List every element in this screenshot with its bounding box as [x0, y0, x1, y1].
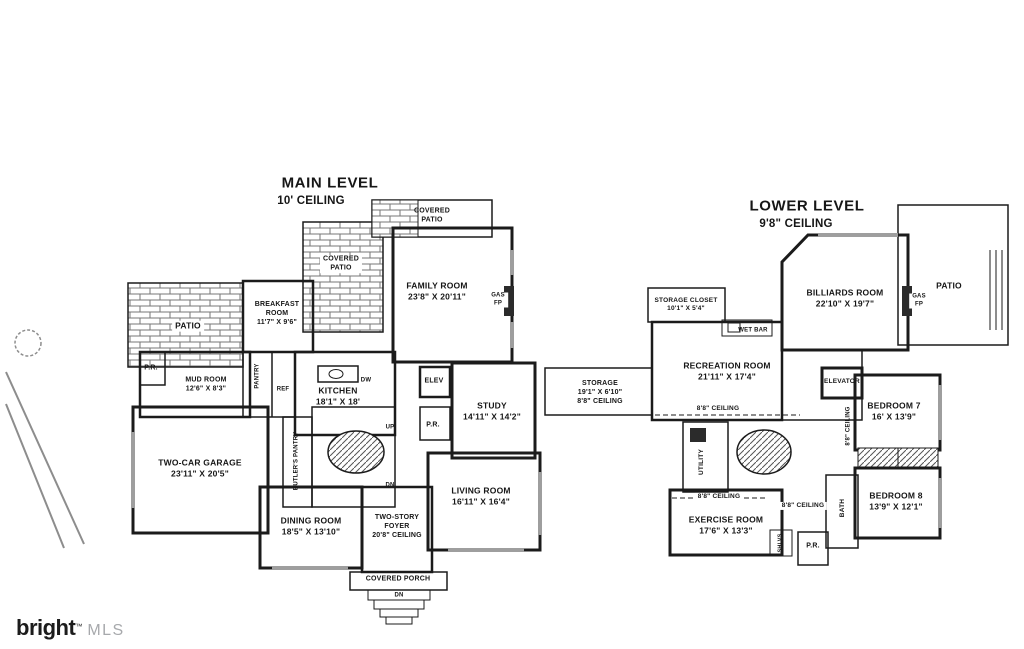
label-ceiling-note-1: 8'8" CEILING [693, 404, 743, 414]
label-gas-fp-main: GAS FP [488, 292, 508, 308]
logo-brand-text: bright [16, 615, 76, 640]
label-ceiling-note-2: 8'8" CEILING [694, 492, 744, 502]
label-dw: DW [360, 377, 372, 384]
label-porch-dn: DN [394, 592, 404, 599]
label-bedroom-8: BEDROOM 8 13'9" X 12'1" [869, 490, 923, 511]
lower-level-ceiling: 9'8" CEILING [759, 217, 833, 230]
main-level-title: MAIN LEVEL [281, 174, 379, 192]
main-level-windows [131, 250, 542, 570]
label-shlvs: SHLVS [777, 533, 784, 553]
main-level-ceiling: 10' CEILING [277, 194, 345, 207]
label-exercise-room: EXERCISE ROOM 17'6" X 13'3" [688, 514, 764, 535]
label-billiards-room: BILLIARDS ROOM 22'10" X 19'7" [806, 287, 884, 308]
label-stairs-dn: DN [385, 482, 395, 489]
label-covered-porch: COVERED PORCH [365, 575, 431, 583]
label-covered-patio-left: COVERED PATIO [319, 255, 363, 273]
lower-fireplace [902, 286, 912, 316]
label-ceiling-note-vertical: 8'8" CEILING [845, 406, 852, 446]
site-driveway-lines [5, 329, 85, 549]
lower-level-walls [544, 204, 1009, 566]
label-pr-lower: P.R. [806, 542, 820, 550]
logo-trademark: ™ [75, 623, 83, 631]
label-mud-room: MUD ROOM 12'6" X 8'3" [185, 376, 227, 392]
main-stairs-oval [327, 430, 385, 474]
label-living-room: LIVING ROOM 16'11" X 16'4" [451, 485, 511, 506]
label-bath: BATH [838, 498, 846, 518]
label-patio-main: PATIO [172, 320, 204, 332]
label-dining-room: DINING ROOM 18'5" X 13'10" [280, 515, 342, 536]
label-breakfast-room: BREAKFAST ROOM 11'7" X 9'6" [254, 300, 300, 326]
label-pr-main-1: P.R. [144, 364, 158, 372]
label-ceiling-note-3: 8'8" CEILING [778, 501, 828, 511]
label-elevator: ELEVATOR [824, 377, 860, 385]
logo-mls-text: MLS [87, 622, 125, 639]
label-foyer: TWO-STORY FOYER 20'8" CEILING [372, 513, 422, 539]
brightmls-logo: bright™ MLS [16, 615, 125, 641]
label-garage: TWO-CAR GARAGE 23'11" X 20'5" [158, 457, 242, 478]
label-elev: ELEV [424, 377, 444, 385]
label-ref: REF [276, 386, 290, 393]
label-study: STUDY 14'11" X 14'2" [463, 400, 521, 421]
label-family-room: FAMILY ROOM 23'8" X 20'11" [406, 280, 468, 301]
label-recreation-room: RECREATION ROOM 21'11" X 17'4" [683, 360, 771, 381]
lower-level-windows [818, 233, 942, 528]
label-pantry: PANTRY [254, 363, 261, 389]
label-wet-bar: WET BAR [738, 327, 768, 334]
label-butlers-pantry: BUTLER'S PANTRY [293, 431, 300, 491]
label-kitchen: KITCHEN 18'1" X 18' [315, 385, 361, 406]
label-bedroom-7: BEDROOM 7 16' X 13'9" [867, 400, 921, 421]
main-level-walls [127, 199, 542, 625]
lower-level-title: LOWER LEVEL [749, 197, 865, 215]
lower-stairs-oval [736, 429, 792, 475]
utility-equipment [690, 428, 706, 442]
label-covered-patio-top: COVERED PATIO [413, 207, 451, 223]
main-fireplace [504, 286, 514, 316]
label-storage-closet: STORAGE CLOSET 10'1" X 5'4" [654, 296, 718, 312]
label-pr-main-2: P.R. [426, 421, 440, 429]
label-stairs-up: UP [385, 424, 395, 431]
label-patio-lower: PATIO [933, 280, 965, 292]
label-gas-fp-lower: GAS FP [909, 293, 929, 309]
tree-symbol [14, 329, 42, 357]
label-storage: STORAGE 19'1" X 6'10" 8'8" CEILING [577, 379, 623, 405]
label-utility: UTILITY [697, 449, 705, 475]
